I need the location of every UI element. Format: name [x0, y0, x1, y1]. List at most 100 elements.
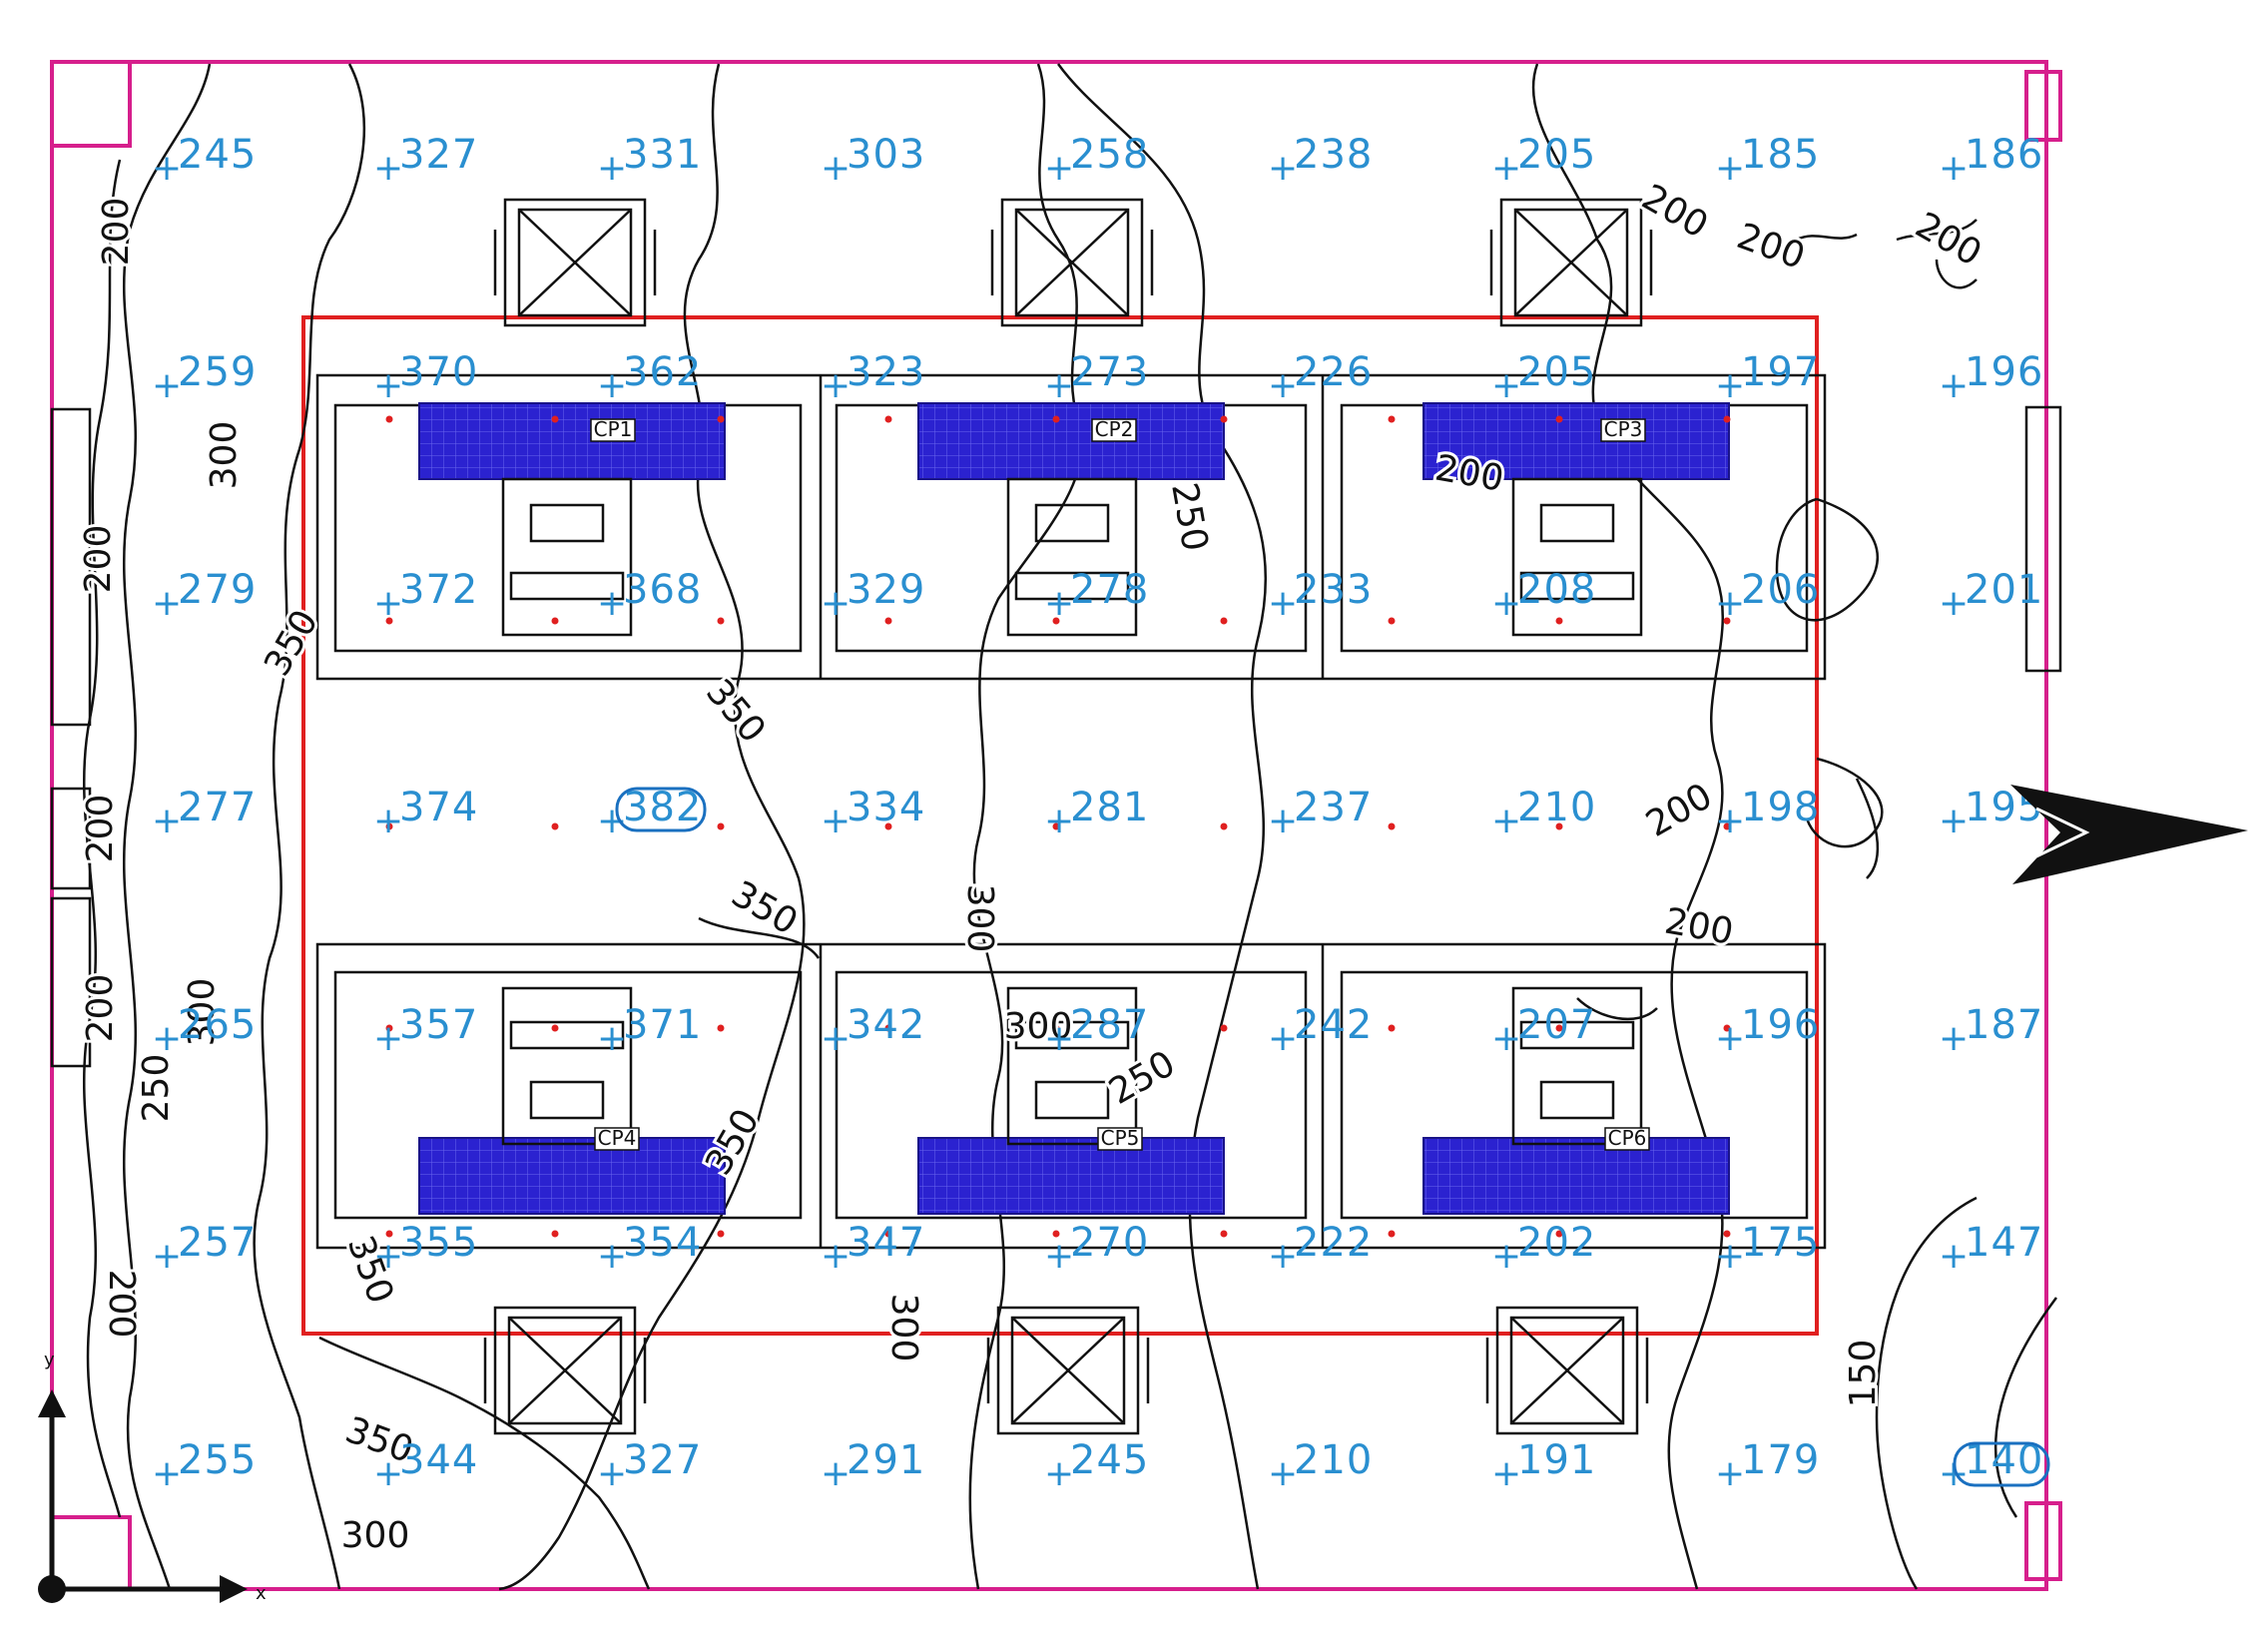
calc-point-marker: +: [1268, 1018, 1298, 1059]
illuminance-value: 265: [178, 1002, 257, 1048]
svg-text:CP2: CP2: [1095, 417, 1134, 441]
calc-point-marker: +: [152, 1453, 182, 1494]
contour-label: 200: [80, 974, 121, 1043]
calc-dot: [884, 415, 892, 423]
illuminance-value: 355: [399, 1220, 478, 1266]
calc-point-marker: +: [1491, 1018, 1521, 1059]
calc-point-marker: +: [373, 1236, 403, 1277]
calc-dot: [1220, 415, 1228, 423]
illuminance-value: 344: [399, 1437, 478, 1483]
calc-point-marker: +: [1715, 583, 1745, 624]
illuminance-value: 245: [1070, 1437, 1149, 1483]
svg-text:CP4: CP4: [598, 1126, 637, 1150]
illuminance-value: 233: [1294, 567, 1373, 613]
calc-point-marker: +: [1491, 1236, 1521, 1277]
calc-dot: [1052, 1024, 1060, 1032]
illuminance-value: 201: [1965, 567, 2043, 613]
light-fixture: [990, 198, 1154, 327]
calc-point-marker: +: [1491, 583, 1521, 624]
calc-dot: [1555, 617, 1563, 625]
illuminance-value: 186: [1965, 132, 2043, 178]
highlight-markers: [615, 787, 2050, 1487]
calc-dot: [551, 617, 559, 625]
contour-label: 300: [341, 1515, 410, 1556]
calc-dot: [884, 1230, 892, 1238]
calc-dot: [1220, 1024, 1228, 1032]
illuminance-value: 205: [1517, 349, 1596, 395]
contour-label: 200: [1909, 205, 1988, 274]
calc-point-marker: +: [1268, 583, 1298, 624]
illuminance-value: 237: [1294, 785, 1373, 830]
contour-label: 350: [725, 873, 805, 943]
calc-dot: [717, 617, 725, 625]
illuminance-value: 303: [847, 132, 925, 178]
cabinet-tag: CP3: [1600, 417, 1646, 442]
contour-label: 200: [78, 525, 119, 594]
illuminance-value: 175: [1741, 1220, 1820, 1266]
contour-label: 300: [883, 1294, 924, 1363]
cabinet-tag: CP6: [1604, 1126, 1650, 1151]
illuminance-value: 329: [847, 567, 925, 613]
light-fixture: [1489, 198, 1653, 327]
calc-point-marker: +: [597, 1018, 627, 1059]
calc-point-marker: +: [1044, 583, 1074, 624]
contour-label: 150: [1843, 1340, 1884, 1408]
isolux-contours: [82, 63, 2058, 1591]
calc-dot: [385, 1024, 393, 1032]
calc-point-marker: +: [152, 365, 182, 406]
calc-point-marker: +: [1044, 1236, 1074, 1277]
illuminance-value: 278: [1070, 567, 1149, 613]
calc-point-marker: +: [1715, 1236, 1745, 1277]
cabinet-tag: CP4: [594, 1126, 640, 1151]
illuminance-value: 281: [1070, 785, 1149, 830]
calc-dot: [385, 822, 393, 830]
svg-text:CP1: CP1: [594, 417, 633, 441]
calc-dot: [1723, 617, 1731, 625]
orientation-arrow: [2010, 785, 2248, 884]
calc-point-marker: +: [373, 1018, 403, 1059]
calc-point-marker: +: [1939, 1018, 1969, 1059]
cabinet-enclosures: [315, 373, 1827, 1250]
calc-point-marker: +: [1044, 801, 1074, 841]
cabinet-tag: CP2: [1091, 417, 1137, 442]
light-fixture: [483, 1306, 647, 1435]
calc-point-marker: +: [597, 583, 627, 624]
workstations: [501, 477, 1643, 1146]
illuminance-value: 196: [1965, 349, 2043, 395]
calc-point-marker: +: [1491, 801, 1521, 841]
calc-dot: [1388, 1230, 1396, 1238]
illuminance-value: 323: [847, 349, 925, 395]
calc-dot: [884, 1024, 892, 1032]
calc-point-marker: +: [1268, 801, 1298, 841]
illuminance-value: 342: [847, 1002, 925, 1048]
contour-label: 250: [1102, 1043, 1182, 1113]
illuminance-value: 372: [399, 567, 478, 613]
illuminance-value: 238: [1294, 132, 1373, 178]
calc-point-marker: +: [1044, 1018, 1074, 1059]
illuminance-value: 291: [847, 1437, 925, 1483]
calc-dot: [1388, 415, 1396, 423]
cabinet-tags: CP1 CP2 CP3 CP4 CP5 CP6: [590, 417, 1650, 1151]
calc-point-marker: +: [597, 365, 627, 406]
calc-dot: [385, 415, 393, 423]
left-wall-recesses: [50, 405, 2062, 1068]
illuminance-value: 277: [178, 785, 257, 830]
illuminance-value: 255: [178, 1437, 257, 1483]
calc-point-marker: +: [1268, 1236, 1298, 1277]
contour-label: 350: [698, 672, 774, 751]
illuminance-value: 191: [1517, 1437, 1596, 1483]
calc-dot: [717, 1024, 725, 1032]
calc-dot: [385, 617, 393, 625]
illuminance-value: 206: [1741, 567, 1820, 613]
light-fixtures: [483, 198, 1653, 1435]
contour-label: 200: [1635, 177, 1715, 247]
illuminance-value: 287: [1070, 1002, 1149, 1048]
calc-dot: [1388, 617, 1396, 625]
calc-dot: [884, 617, 892, 625]
svg-text:CP6: CP6: [1608, 1126, 1647, 1150]
illuminance-value: 382: [623, 785, 702, 830]
calc-dot: [1220, 617, 1228, 625]
cabinet-tag: CP1: [590, 417, 636, 442]
calc-dot: [551, 415, 559, 423]
